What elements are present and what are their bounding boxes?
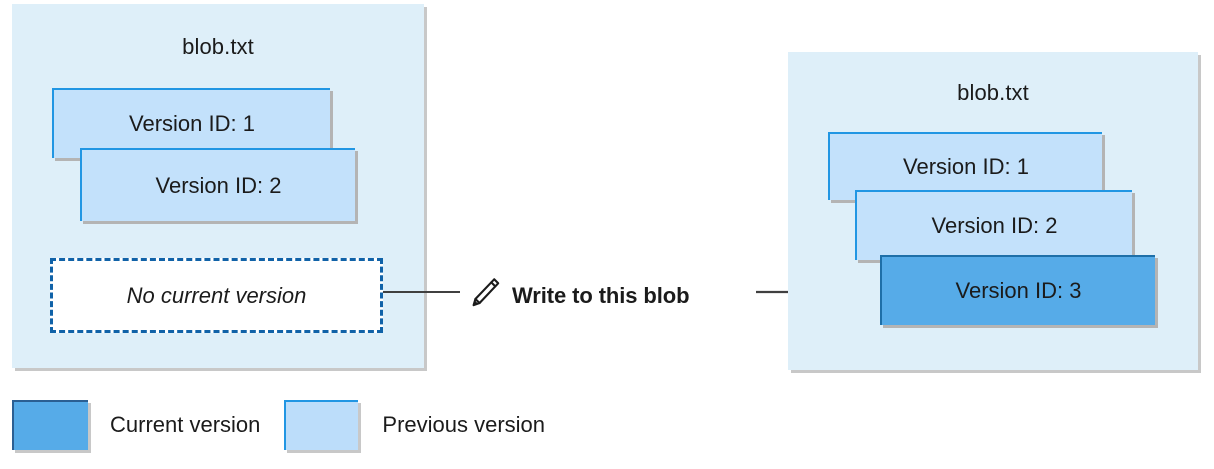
legend-label-current: Current version	[110, 412, 261, 437]
before-blob-panel: blob.txt Version ID: 1 Version ID: 2 No …	[12, 4, 424, 368]
pencil-icon	[468, 275, 502, 316]
after-panel-blob-name: blob.txt	[957, 80, 1029, 105]
after-version-card-1: Version ID: 1	[828, 132, 1102, 200]
after-version-card-1-label: Version ID: 1	[903, 154, 1029, 179]
legend-label-previous: Previous version	[382, 412, 546, 437]
legend-item-current: Current version	[12, 400, 260, 450]
before-panel-blob-name: blob.txt	[182, 34, 254, 59]
before-version-card-1: Version ID: 1	[52, 88, 330, 158]
after-version-card-2: Version ID: 2	[855, 190, 1132, 260]
legend: Current version Previous version	[12, 400, 545, 450]
write-action-label: Write to this blob	[512, 282, 690, 308]
before-version-card-2-label: Version ID: 2	[155, 172, 282, 198]
before-version-card-1-label: Version ID: 1	[129, 111, 255, 136]
after-version-card-3-label: Version ID: 3	[955, 278, 1082, 303]
no-current-version-label: No current version	[126, 282, 307, 308]
legend-swatch-current-icon	[12, 400, 88, 450]
after-version-card-2-label: Version ID: 2	[931, 213, 1058, 238]
after-version-card-3: Version ID: 3	[880, 255, 1155, 325]
connector-left-line	[383, 291, 460, 293]
legend-item-previous: Previous version	[284, 400, 545, 450]
no-current-version-box: No current version	[50, 258, 383, 333]
before-version-card-2: Version ID: 2	[80, 148, 355, 221]
after-blob-panel: blob.txt Version ID: 1 Version ID: 2 Ver…	[788, 52, 1198, 370]
write-action-group: Write to this blob	[468, 275, 690, 316]
legend-swatch-previous-icon	[284, 400, 359, 450]
